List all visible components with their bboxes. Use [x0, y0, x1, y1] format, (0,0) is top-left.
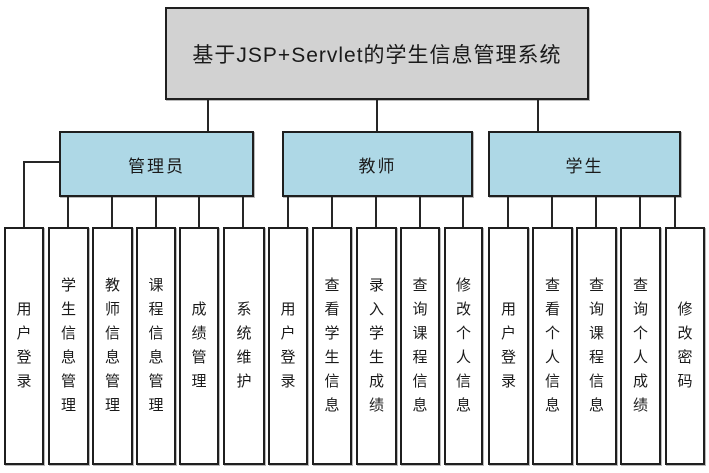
child-label: 查看学生信息 — [324, 277, 340, 414]
group-box-teacher: 教师 — [282, 131, 473, 197]
child-box-teacher-login: 用户登录 — [268, 227, 308, 465]
connector-line — [551, 197, 553, 227]
group-label: 教师 — [358, 156, 397, 176]
child-label: 修改个人信息 — [455, 277, 471, 414]
child-label: 系统维护 — [236, 301, 252, 390]
child-box-teacher-view-student-info: 查看学生信息 — [312, 227, 352, 465]
connector-line — [287, 197, 289, 227]
connector-line — [155, 197, 157, 227]
connector-line — [537, 100, 539, 131]
group-label: 学生 — [565, 156, 604, 176]
connector-line — [462, 197, 464, 227]
child-box-student-query-personal-grades: 查询个人成绩 — [620, 227, 661, 465]
child-box-student-login: 用户登录 — [488, 227, 529, 465]
child-label: 查询个人成绩 — [632, 277, 648, 414]
child-box-admin-system-maintenance: 系统维护 — [223, 227, 265, 465]
connector-line — [507, 197, 509, 227]
group-label: 管理员 — [128, 156, 185, 176]
child-label: 成绩管理 — [191, 301, 207, 390]
connector-line — [207, 100, 209, 131]
connector-line — [375, 197, 377, 227]
child-box-student-change-password: 修改密码 — [665, 227, 705, 465]
child-label: 用户登录 — [16, 301, 32, 390]
child-label: 修改密码 — [677, 301, 693, 390]
child-label: 用户登录 — [280, 301, 296, 390]
connector-line — [376, 100, 378, 131]
child-label: 学生信息管理 — [60, 277, 76, 414]
title-box: 基于JSP+Servlet的学生信息管理系统 — [165, 7, 589, 100]
connector-line — [23, 161, 59, 163]
connector-line — [242, 197, 244, 227]
group-box-admin: 管理员 — [59, 131, 254, 197]
child-box-admin-teacher-info-mgmt: 教师信息管理 — [92, 227, 133, 465]
connector-line — [595, 197, 597, 227]
connector-line — [419, 197, 421, 227]
connector-line — [23, 161, 25, 227]
child-box-admin-student-info-mgmt: 学生信息管理 — [48, 227, 89, 465]
child-box-admin-grade-mgmt: 成绩管理 — [179, 227, 219, 465]
child-label: 查询课程信息 — [412, 277, 428, 414]
connector-line — [111, 197, 113, 227]
connector-line — [198, 197, 200, 227]
child-box-admin-course-info-mgmt: 课程信息管理 — [136, 227, 176, 465]
title-text: 基于JSP+Servlet的学生信息管理系统 — [192, 43, 562, 67]
child-label: 教师信息管理 — [104, 277, 120, 414]
child-label: 用户登录 — [500, 301, 516, 390]
child-box-teacher-edit-personal-info: 修改个人信息 — [444, 227, 483, 465]
child-box-teacher-query-course-info: 查询课程信息 — [400, 227, 440, 465]
connector-line — [674, 197, 676, 227]
connector-line — [331, 197, 333, 227]
child-label: 查询课程信息 — [588, 277, 604, 414]
connector-line — [639, 197, 641, 227]
child-label: 查看个人信息 — [544, 277, 560, 414]
group-box-student: 学生 — [488, 131, 681, 197]
child-box-student-view-personal-info: 查看个人信息 — [532, 227, 573, 465]
child-label: 录入学生成绩 — [368, 277, 384, 414]
child-box-teacher-enter-student-grades: 录入学生成绩 — [356, 227, 397, 465]
child-label: 课程信息管理 — [148, 277, 164, 414]
child-box-admin-login: 用户登录 — [4, 227, 44, 465]
connector-line — [67, 197, 69, 227]
child-box-student-query-course-info: 查询课程信息 — [576, 227, 617, 465]
